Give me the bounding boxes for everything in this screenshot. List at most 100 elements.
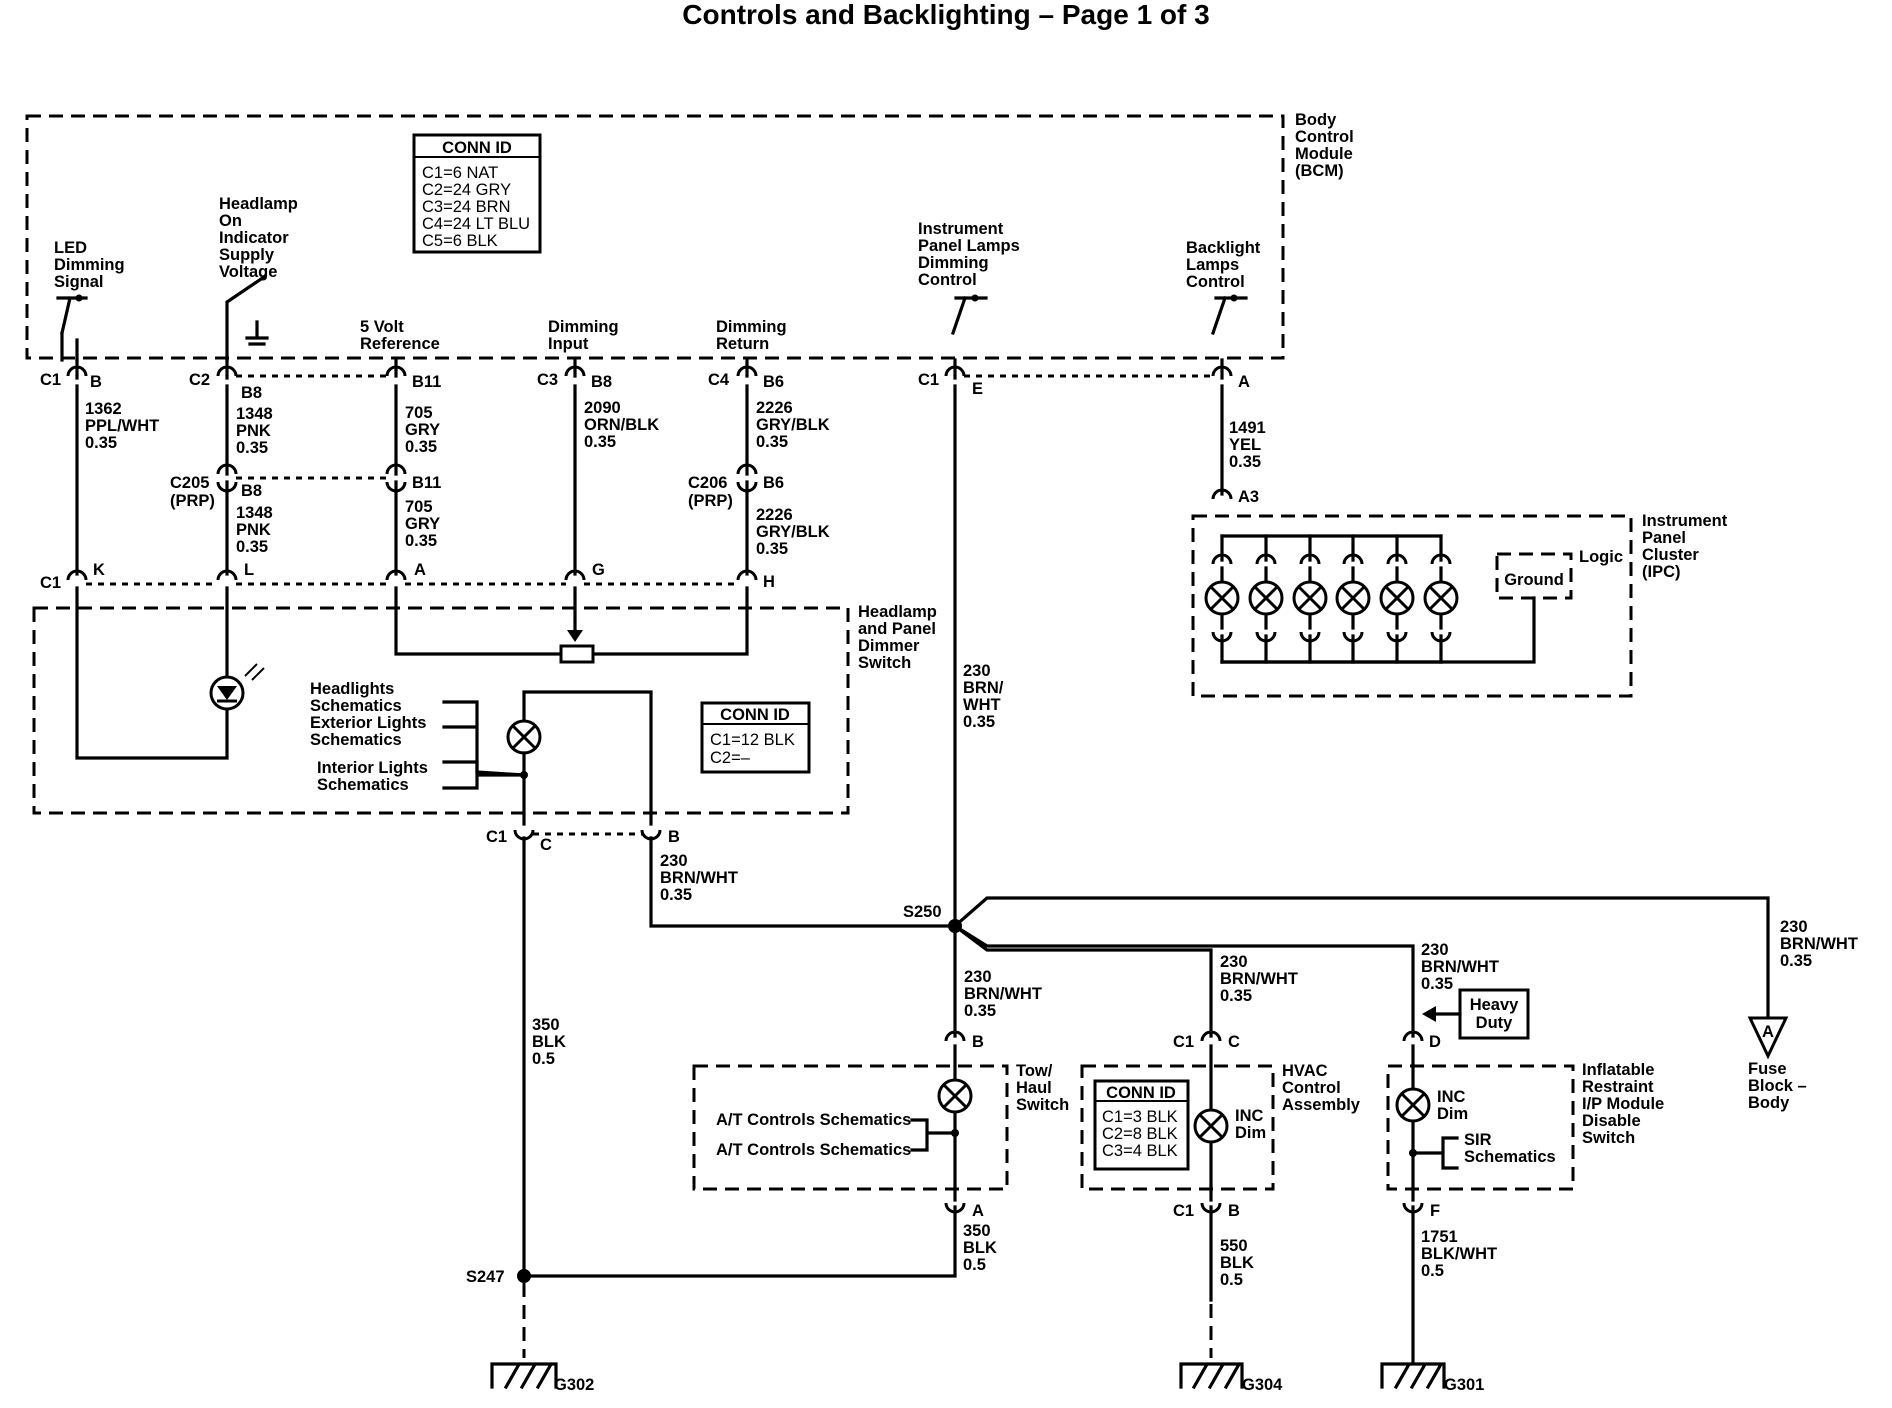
ipc-lamp-4 [1335, 534, 1371, 664]
svg-text:0.35: 0.35 [236, 538, 268, 556]
svg-text:230: 230 [1220, 953, 1248, 971]
ref-bracket-interior [442, 760, 526, 790]
connector-labels-top: C1 B C2 B8 B11 C3 B8 C4 B6 C1 E A [40, 371, 1250, 402]
svg-text:0.35: 0.35 [963, 713, 995, 731]
svg-text:PNK: PNK [236, 422, 271, 440]
svg-text:B8: B8 [241, 384, 262, 402]
svg-text:On: On [219, 212, 242, 230]
svg-text:705: 705 [405, 498, 433, 516]
hvac-inc-dim-label: INC Dim [1235, 1107, 1266, 1142]
svg-text:GRY/BLK: GRY/BLK [756, 416, 830, 434]
svg-text:2226: 2226 [756, 506, 793, 524]
svg-text:C5=6 BLK: C5=6 BLK [422, 232, 498, 250]
ref-at-controls-2[interactable]: A/T Controls Schematics [716, 1141, 911, 1159]
fuse-block-symbol: A [1747, 1016, 1789, 1060]
wire-350-tow [522, 1205, 957, 1278]
svg-text:Haul: Haul [1016, 1079, 1052, 1097]
svg-text:Ground: Ground [1504, 571, 1564, 589]
svg-text:INC: INC [1437, 1088, 1466, 1106]
wire-label-230-fuse: 230 BRN/WHT 0.35 [1780, 918, 1858, 970]
svg-text:1348: 1348 [236, 405, 273, 423]
svg-text:F: F [1430, 1202, 1440, 1220]
wire-label-230-tow: 230 BRN/WHT 0.35 [964, 968, 1042, 1020]
svg-text:0.35: 0.35 [584, 433, 616, 451]
svg-text:Exterior Lights: Exterior Lights [310, 714, 426, 732]
ground-g304-icon: G304 [1179, 1362, 1283, 1394]
svg-text:Signal: Signal [54, 273, 104, 291]
svg-text:Reference: Reference [360, 335, 440, 353]
svg-text:A: A [414, 561, 426, 579]
svg-text:705: 705 [405, 404, 433, 422]
sir-inc-dim-lamp-icon [1395, 1087, 1431, 1123]
ref-at-controls-1[interactable]: A/T Controls Schematics [716, 1111, 911, 1129]
svg-text:0.35: 0.35 [85, 434, 117, 452]
wire-label-350-dimmer: 350 BLK 0.5 [532, 1016, 566, 1068]
svg-text:0.35: 0.35 [405, 532, 437, 550]
svg-text:Control: Control [1186, 273, 1245, 291]
svg-text:0.35: 0.35 [1780, 952, 1812, 970]
wire-label-1751: 1751 BLK/WHT 0.5 [1421, 1228, 1497, 1280]
ipc-logic-ground: Logic Ground [1220, 548, 1623, 664]
ipc-lamp-2 [1248, 534, 1284, 664]
svg-text:Assembly: Assembly [1282, 1096, 1361, 1114]
heavy-duty-option: Heavy Duty [1422, 988, 1530, 1040]
ref-interior-lights-schematics[interactable]: Interior Lights Schematics [317, 759, 428, 794]
svg-text:C: C [540, 836, 552, 854]
svg-text:LED: LED [54, 239, 87, 257]
svg-text:(IPC): (IPC) [1642, 563, 1681, 581]
inline-connector-c205-c206: C205 (PRP) B8 B11 C206 (PRP) B6 [170, 463, 784, 510]
svg-text:Supply: Supply [219, 246, 275, 264]
svg-text:C4=24 LT BLU: C4=24 LT BLU [422, 215, 530, 233]
dimmer-switch-boundary [32, 606, 850, 815]
bcm-switch-ip-lamps [950, 294, 988, 336]
wire-label-550: 550 BLK 0.5 [1220, 1237, 1254, 1289]
svg-text:Body: Body [1748, 1094, 1790, 1112]
ipc-lamp-1 [1204, 534, 1240, 664]
wire-label-230-hvac: 230 BRN/WHT 0.35 [1220, 953, 1298, 1005]
svg-text:B11: B11 [412, 474, 441, 492]
wire-230-sir [952, 923, 1415, 1038]
svg-text:D: D [1429, 1033, 1441, 1051]
svg-text:230: 230 [964, 968, 992, 986]
wire-label-2226a: 2226 GRY/BLK 0.35 [756, 399, 830, 451]
svg-text:YEL: YEL [1229, 436, 1261, 454]
hvac-label: HVAC Control Assembly [1282, 1062, 1361, 1114]
svg-text:Schematics: Schematics [1464, 1148, 1556, 1166]
svg-text:GRY: GRY [405, 515, 440, 533]
splice-s247 [517, 1269, 531, 1283]
wire-label-2226b: 2226 GRY/BLK 0.35 [756, 506, 830, 558]
wire-label-230-dimmer: 230 BRN/WHT 0.35 [660, 852, 738, 904]
ref-sir-schematics[interactable]: SIR Schematics [1464, 1131, 1556, 1166]
svg-text:I/P Module: I/P Module [1582, 1095, 1664, 1113]
svg-text:C3=4 BLK: C3=4 BLK [1102, 1142, 1178, 1160]
ref-headlights-schematics[interactable]: Headlights Schematics Exterior Lights Sc… [310, 680, 426, 749]
splice-s250-label: S250 [903, 903, 942, 921]
svg-text:B8: B8 [591, 373, 612, 391]
svg-text:Dimming: Dimming [548, 318, 619, 336]
svg-text:Tow/: Tow/ [1016, 1062, 1053, 1080]
svg-text:C1: C1 [40, 371, 61, 389]
svg-text:WHT: WHT [963, 696, 1001, 714]
svg-text:BRN/WHT: BRN/WHT [964, 985, 1042, 1003]
wire-label-705b: 705 GRY 0.35 [405, 498, 440, 550]
svg-text:Backlight: Backlight [1186, 239, 1261, 257]
svg-text:B6: B6 [763, 373, 784, 391]
svg-text:C3: C3 [537, 371, 558, 389]
sir-disable-switch-boundary [1386, 1064, 1575, 1191]
svg-text:Block –: Block – [1748, 1077, 1807, 1095]
sir-connector-d: D [1402, 1030, 1441, 1051]
fuse-block-label: Fuse Block – Body [1748, 1060, 1807, 1112]
sir-inc-dim-label: INC Dim [1437, 1088, 1468, 1123]
ref-bracket-at [910, 1118, 957, 1152]
svg-text:Control: Control [918, 271, 977, 289]
svg-text:BRN/WHT: BRN/WHT [660, 869, 738, 887]
svg-text:Disable: Disable [1582, 1112, 1641, 1130]
wire-label-230-main: 230 BRN/ WHT 0.35 [963, 662, 1004, 731]
wire-230-dimmer [649, 836, 957, 928]
svg-text:HVAC: HVAC [1282, 1062, 1328, 1080]
dimmer-lamp-icon [506, 719, 542, 755]
svg-text:0.5: 0.5 [532, 1050, 555, 1068]
wire-label-230-sir: 230 BRN/WHT 0.35 [1421, 941, 1499, 993]
svg-text:2226: 2226 [756, 399, 793, 417]
led-indicator-icon [209, 663, 265, 711]
